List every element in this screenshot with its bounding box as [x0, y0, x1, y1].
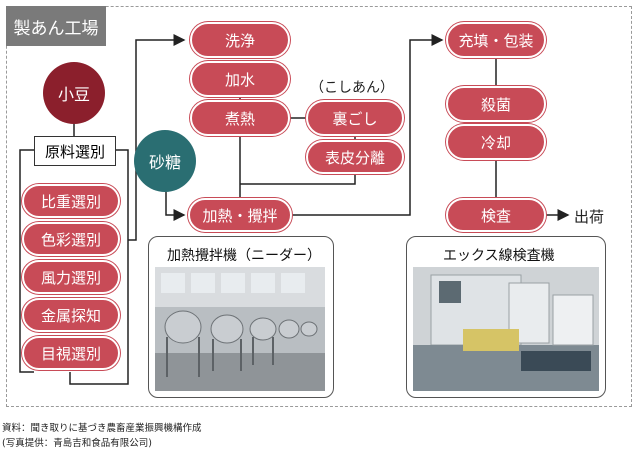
- koshian-label: （こしあん）: [310, 80, 394, 96]
- reikyaku-node: 冷却: [446, 124, 546, 160]
- arrow-to-senjo: [128, 34, 186, 241]
- mixer-photo: [155, 267, 325, 391]
- uragoshi-node: 裏ごし: [306, 100, 404, 136]
- shikisai-node: 色彩選別: [22, 222, 120, 256]
- xray-photo: [413, 267, 599, 391]
- mixer-photo-card: 加熱攪拌機（ニーダー）: [148, 236, 334, 398]
- mixer-photo-title: 加熱攪拌機（ニーダー）: [167, 248, 321, 264]
- bracket-left: [19, 149, 34, 373]
- diagram-frame: [6, 6, 632, 407]
- azuki-node: 小豆: [43, 62, 105, 124]
- shukka-label: 出荷: [574, 208, 605, 226]
- bracket-right: [69, 149, 129, 385]
- sato-node: 砂糖: [134, 130, 196, 192]
- kanetsu-node: 加熱・攪拌: [188, 198, 292, 232]
- xray-photo-title: エックス線検査機: [443, 248, 555, 264]
- furyoku-node: 風力選別: [22, 260, 120, 294]
- xray-photo-card: エックス線検査機: [406, 236, 606, 398]
- source-note: 資料：聞き取りに基づき農畜産業振興機構作成: [2, 423, 202, 434]
- kinzoku-node: 金属探知: [22, 298, 120, 332]
- senjo-node: 洗浄: [190, 22, 290, 58]
- photo-credit: (写真提供：青島吉和食品有限公司): [2, 438, 152, 449]
- mokushi-node: 目視選別: [22, 336, 120, 370]
- hijyu-node: 比重選別: [22, 184, 120, 218]
- kasui-node: 加水: [190, 61, 290, 97]
- hyohi-node: 表皮分離: [306, 140, 404, 174]
- arrow-sato-kanetsu: [165, 190, 186, 221]
- kensa-node: 検査: [446, 198, 546, 232]
- shanetsu-node: 煮熱: [190, 100, 290, 136]
- genryo-label: 原料選別: [34, 136, 116, 166]
- sakkin-node: 殺菌: [446, 86, 546, 122]
- juten-node: 充填・包装: [446, 22, 546, 58]
- line-hyohi-kanetsu: [240, 174, 356, 185]
- factory-title: 製あん工場: [6, 6, 106, 46]
- arrow-kanetsu-juten: [292, 34, 444, 216]
